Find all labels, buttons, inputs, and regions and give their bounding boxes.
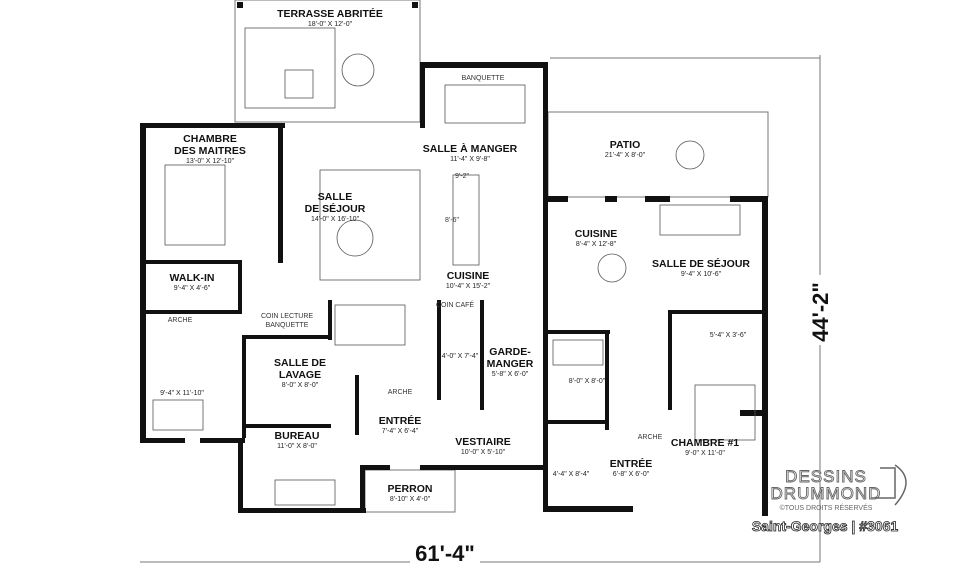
patio-outline bbox=[547, 111, 769, 198]
room-name: CUISINE bbox=[575, 228, 618, 240]
room-name: CHAMBRE bbox=[183, 133, 237, 145]
small-labels: BANQUETTE ARCHE COIN LECTURE BANQUETTE COIN … bbox=[168, 75, 663, 441]
room-dimensions: 13'-0" X 12'-10" bbox=[186, 158, 235, 165]
room-name: SALLE bbox=[318, 191, 352, 203]
room-dimensions: 8'-0" X 8'-0" bbox=[282, 382, 319, 389]
logo: DESSINS DRUMMOND ©TOUS DROITS RÉSERVÉS S… bbox=[751, 464, 907, 534]
room-dimensions: 8'-4" X 12'-8" bbox=[576, 241, 617, 248]
room-name: PERRON bbox=[388, 483, 433, 495]
terrace-outline bbox=[234, 0, 421, 123]
room-name: BUREAU bbox=[275, 430, 320, 442]
room-name: CHAMBRE #1 bbox=[671, 437, 739, 449]
room-name: DE SÉJOUR bbox=[305, 202, 366, 215]
room-dimensions: 9'-4" X 10'-6" bbox=[681, 271, 722, 278]
room-name: PATIO bbox=[610, 139, 641, 151]
room-name: TERRASSE ABRITÉE bbox=[277, 7, 383, 20]
model-name: Saint-Georges | #3061 bbox=[752, 518, 899, 534]
small-label: BANQUETTE bbox=[266, 322, 309, 329]
small-label: 9'-2" bbox=[455, 173, 469, 180]
logo-line1: DESSINS bbox=[785, 467, 867, 486]
room-name: DES MAITRES bbox=[174, 145, 246, 157]
room-dimensions: 6'-8" X 6'-0" bbox=[613, 471, 650, 478]
outdoor-outlines bbox=[234, 0, 820, 513]
logo-line2: DRUMMOND bbox=[771, 484, 882, 503]
walls bbox=[140, 2, 768, 516]
small-label: 8'-6" bbox=[445, 217, 459, 224]
room-name: GARDE- bbox=[489, 346, 531, 358]
room-dimensions: 9'-0" X 11'-0" bbox=[685, 450, 725, 457]
room-name: ENTRÉE bbox=[610, 457, 653, 470]
small-label: ARCHE bbox=[638, 434, 663, 441]
room-dimensions: 21'-4" X 8'-0" bbox=[605, 152, 646, 159]
dimension-lines: 61'-4" 44'-2" bbox=[140, 55, 834, 566]
room-dimensions: 10'-0" X 5'-10" bbox=[461, 449, 506, 456]
small-label: BANQUETTE bbox=[462, 75, 505, 82]
room-dimensions: 11'-4" X 9'-8" bbox=[450, 156, 490, 163]
small-label: ARCHE bbox=[388, 389, 413, 396]
room-dimensions: 11'-0" X 8'-0" bbox=[277, 443, 317, 450]
room-dimensions: 9'-4" X 4'-6" bbox=[174, 285, 211, 292]
room-dimensions: 4'-4" X 8'-4" bbox=[553, 471, 590, 478]
room-dimensions: 9'-4" X 11'-10" bbox=[160, 390, 204, 397]
room-name: LAVAGE bbox=[279, 369, 321, 381]
room-dimensions: 8'-10" X 4'-0" bbox=[390, 496, 431, 503]
room-name: SALLE DE SÉJOUR bbox=[652, 257, 750, 270]
room-dimensions: 10'-4" X 15'-2" bbox=[446, 283, 491, 290]
copyright: ©TOUS DROITS RÉSERVÉS bbox=[780, 503, 873, 512]
room-name: SALLE DE bbox=[274, 357, 326, 369]
small-label: COIN CAFÉ bbox=[436, 300, 474, 309]
room-dimensions: 18'-0" X 12'-0" bbox=[308, 21, 353, 28]
room-name: MANGER bbox=[487, 358, 534, 370]
small-label: ARCHE bbox=[168, 317, 193, 324]
room-dimensions: 14'-0" X 16'-10" bbox=[311, 216, 360, 223]
room-dimensions: 4'-0" X 7'-4" bbox=[442, 353, 479, 360]
unlabeled-dims: 9'-4" X 11'-10" 4'-0" X 7'-4" 5'-4" X 3'-6… bbox=[160, 332, 747, 478]
room-dimensions: 5'-8" X 6'-0" bbox=[492, 371, 529, 378]
room-name: ENTRÉE bbox=[379, 414, 422, 427]
room-dimensions: 5'-4" X 3'-6" bbox=[710, 332, 747, 339]
room-dimensions: 8'-0" X 8'-0" bbox=[569, 378, 606, 385]
room-name: CUISINE bbox=[447, 270, 490, 282]
room-dimensions: 7'-4" X 6'-4" bbox=[382, 428, 419, 435]
room-name: VESTIAIRE bbox=[455, 436, 510, 448]
room-name: SALLE À MANGER bbox=[423, 142, 518, 155]
furniture bbox=[152, 27, 756, 506]
room-name: WALK-IN bbox=[170, 272, 215, 284]
overall-width-label: 61'-4" bbox=[415, 541, 475, 566]
logo-mark-icon bbox=[875, 464, 907, 506]
small-label: COIN LECTURE bbox=[261, 313, 313, 320]
overall-depth-label: 44'-2" bbox=[808, 282, 833, 342]
